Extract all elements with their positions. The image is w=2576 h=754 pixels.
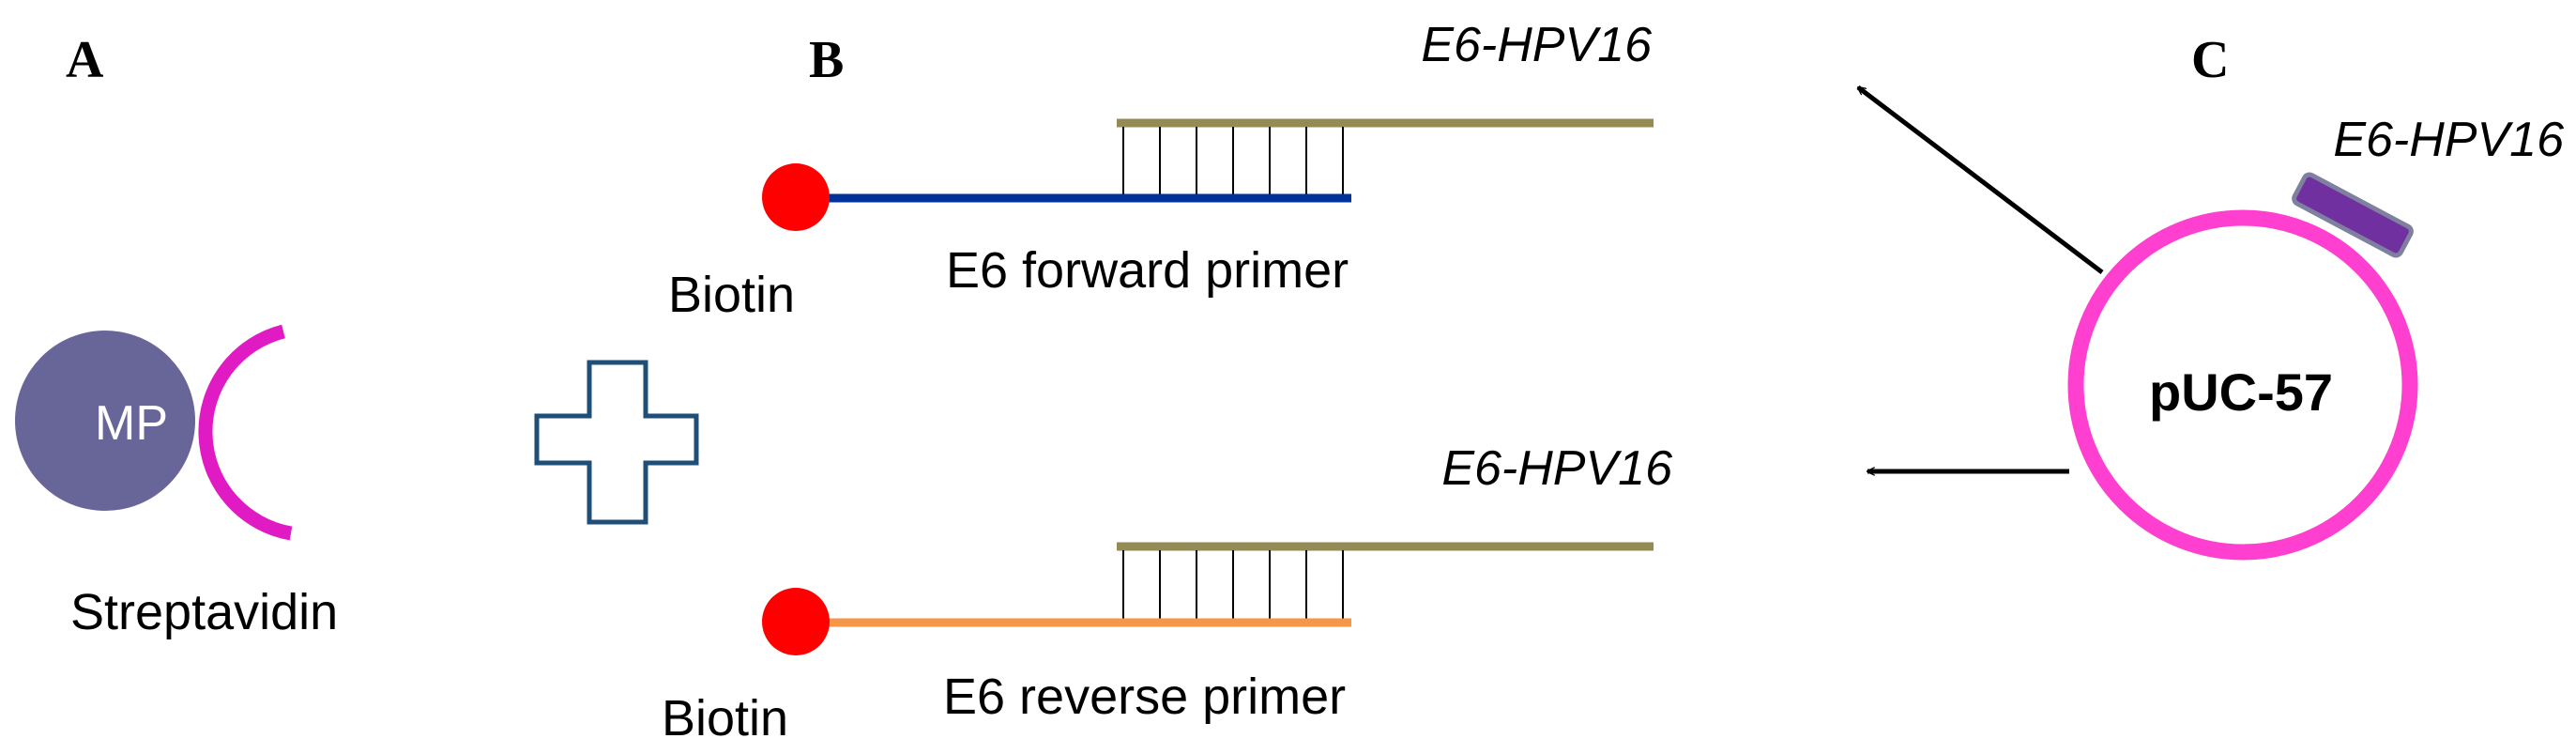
panel-a: A MP Streptavidin [15,31,338,640]
streptavidin-label: Streptavidin [70,584,338,640]
reverse-primer-hybrid: E6-HPV16 Biotin E6 reverse primer [662,441,1672,746]
panel-a-letter: A [66,31,104,89]
forward-primer-label: E6 forward primer [946,242,1349,299]
panel-c: C E6-HPV16 pUC-57 [2067,31,2564,561]
panel-b-letter: B [809,31,844,89]
forward-primer-hybrid: E6-HPV16 Biotin E6 forward primer [668,18,1654,323]
forward-base-pairs [1122,127,1344,195]
streptavidin-arc [198,324,293,541]
panel-c-letter: C [2191,31,2229,89]
forward-target-label: E6-HPV16 [1421,18,1652,72]
insert-segment [2292,172,2414,258]
plus-icon [534,360,699,525]
arrow-left-icon [1858,85,2104,274]
reverse-biotin [762,588,830,655]
magnetic-particle [15,331,195,511]
insert-label: E6-HPV16 [2333,113,2564,167]
magnetic-particle-label: MP [95,396,168,451]
reverse-biotin-label: Biotin [662,690,788,746]
forward-biotin-label: Biotin [668,267,795,323]
plasmid-label: pUC-57 [2149,362,2333,422]
reverse-primer-label: E6 reverse primer [943,669,1346,725]
panel-b: B E6-HPV16 Biotin E6 forward primer E6-H… [662,18,1672,746]
reverse-base-pairs [1122,550,1344,620]
forward-biotin [762,163,830,231]
plasmid-ring [2067,209,2418,561]
reverse-target-label: E6-HPV16 [1441,441,1672,496]
